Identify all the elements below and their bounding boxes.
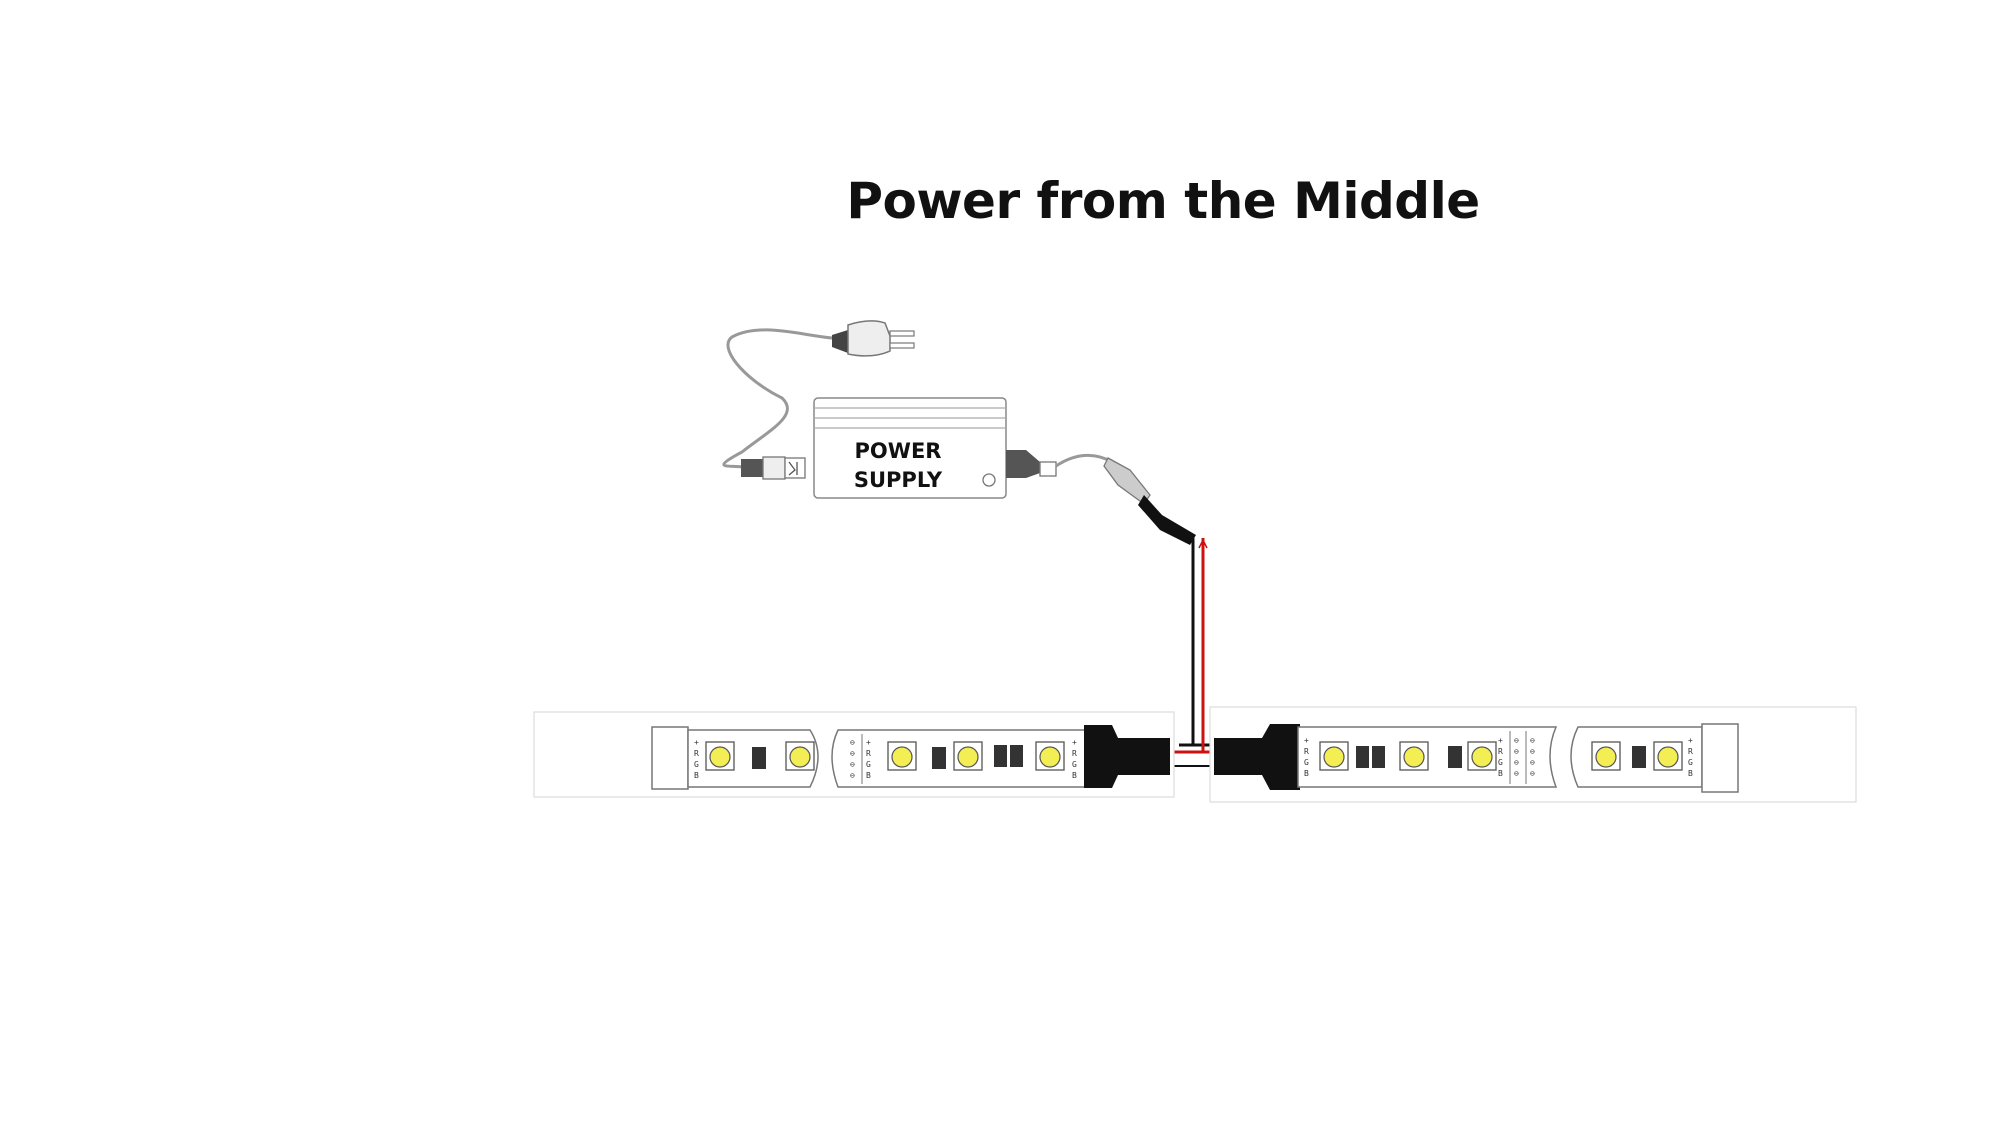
wire-positive xyxy=(1173,538,1214,767)
svg-text:B: B xyxy=(1072,771,1077,780)
svg-text:⊖: ⊖ xyxy=(850,760,855,769)
svg-text:G: G xyxy=(1498,758,1503,767)
svg-text:+: + xyxy=(694,738,699,747)
diagram-title: Power from the Middle xyxy=(846,172,1480,230)
led-chip xyxy=(785,741,815,771)
svg-text:⊖: ⊖ xyxy=(1514,758,1519,767)
svg-text:⊖: ⊖ xyxy=(1514,747,1519,756)
led-strip-icon: + R G B ⊖ ⊖ ⊖ ⊖ + R G B + R G B xyxy=(533,711,1175,798)
svg-text:B: B xyxy=(1688,769,1693,778)
led-chip xyxy=(1035,741,1065,771)
svg-text:+: + xyxy=(866,738,871,747)
svg-text:G: G xyxy=(1688,758,1693,767)
svg-text:⊖: ⊖ xyxy=(850,749,855,758)
led-strip-icon: + R G B + R G B ⊖ ⊖ ⊖ ⊖ ⊖ ⊖ ⊖ ⊖ + R G B xyxy=(1209,706,1857,803)
power-supply-icon xyxy=(813,397,1007,499)
svg-text:B: B xyxy=(866,771,871,780)
svg-text:B: B xyxy=(694,771,699,780)
svg-text:⊖: ⊖ xyxy=(850,771,855,780)
svg-text:+: + xyxy=(1688,736,1693,745)
svg-text:R: R xyxy=(866,749,871,758)
svg-text:R: R xyxy=(694,749,699,758)
svg-text:B: B xyxy=(1304,769,1309,778)
svg-text:⊖: ⊖ xyxy=(1530,758,1535,767)
led-chip xyxy=(705,741,735,771)
led-chip xyxy=(953,741,983,771)
svg-text:G: G xyxy=(1072,760,1077,769)
dc-output-cord xyxy=(1006,450,1196,545)
led-chip xyxy=(1653,741,1683,771)
power-supply-label-line2: SUPPLY xyxy=(854,468,943,492)
svg-text:R: R xyxy=(1072,749,1077,758)
svg-text:⊖: ⊖ xyxy=(1530,747,1535,756)
wire-negative xyxy=(1179,538,1210,747)
led-chip xyxy=(1319,741,1349,771)
svg-text:G: G xyxy=(694,760,699,769)
svg-text:R: R xyxy=(1688,747,1693,756)
ac-cord xyxy=(722,328,833,480)
svg-text:+: + xyxy=(1304,736,1309,745)
svg-text:+: + xyxy=(1498,736,1503,745)
led-chip xyxy=(887,741,917,771)
led-chip xyxy=(1591,741,1621,771)
svg-text:G: G xyxy=(1304,758,1309,767)
svg-text:G: G xyxy=(866,760,871,769)
svg-text:⊖: ⊖ xyxy=(1530,736,1535,745)
led-chip xyxy=(1467,741,1497,771)
svg-text:R: R xyxy=(1304,747,1309,756)
svg-text:R: R xyxy=(1498,747,1503,756)
svg-text:⊖: ⊖ xyxy=(1530,769,1535,778)
svg-text:⊖: ⊖ xyxy=(1514,736,1519,745)
svg-text:+: + xyxy=(1072,738,1077,747)
led-chip xyxy=(1399,741,1429,771)
power-plug-icon xyxy=(832,320,915,357)
svg-text:⊖: ⊖ xyxy=(1514,769,1519,778)
svg-text:⊖: ⊖ xyxy=(850,738,855,747)
power-supply-label-line1: POWER xyxy=(855,439,942,463)
svg-text:B: B xyxy=(1498,769,1503,778)
